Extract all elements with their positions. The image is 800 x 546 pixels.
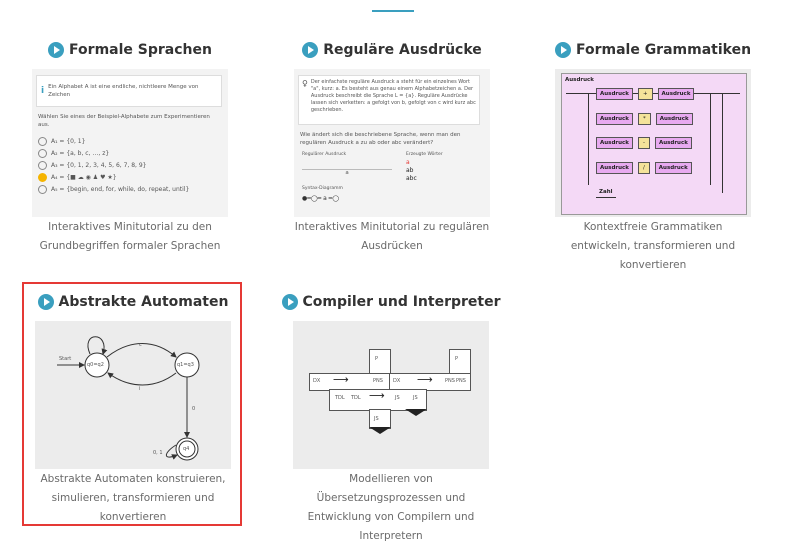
card-title-text: Formale Sprachen	[69, 42, 212, 58]
card-thumbnail[interactable]: Ausdruck Ausdruck + Ausdruck Ausdruck * …	[555, 69, 751, 217]
card-description: Kontextfreie Grammatiken entwickeln, tra…	[570, 221, 736, 271]
card-thumbnail[interactable]: Start q0=q2 q1=q3 q4 c i 0 0, 1	[35, 321, 231, 469]
card-formale-grammatiken[interactable]: Formale Grammatiken Ausdruck Ausdruck + …	[554, 40, 752, 275]
bulb-icon: ♀	[302, 79, 308, 88]
transition-label: c	[139, 342, 142, 348]
card-description: Abstrakte Automaten konstruieren, simuli…	[40, 473, 226, 523]
arrow-icon: ⟶	[417, 373, 433, 386]
play-icon	[554, 42, 571, 58]
option-row[interactable]: A₃ = {0, 1, 2, 3, 4, 5, 6, 7, 8, 9}	[38, 159, 189, 171]
card-abstrakte-automaten[interactable]: Abstrakte Automaten Start q0=q2 q1=q3 q4…	[35, 292, 231, 527]
transition-label: 0	[192, 406, 196, 412]
option-row[interactable]: A₁ = {0, 1}	[38, 135, 189, 147]
card-title-text: Abstrakte Automaten	[58, 294, 229, 310]
card-compiler-interpreter[interactable]: Compiler und Interpreter P P DX ⟶ PNS DX…	[281, 292, 501, 546]
card-title-text: Reguläre Ausdrücke	[323, 42, 482, 58]
info-text: Ein Alphabet A ist eine endliche, nichtl…	[48, 84, 199, 98]
radio-icon[interactable]	[38, 160, 47, 170]
tdiagram: P P DX ⟶ PNS DX ⟶ PNS PNS TDL TDL ⟶ JS J…	[293, 321, 489, 469]
syntax-diagram: ●━◯━ a ━◯	[302, 195, 339, 202]
play-icon	[302, 42, 319, 58]
card-description: Interaktives Minitutorial zu regulären A…	[294, 221, 490, 252]
automaton-diagram	[57, 336, 200, 461]
card-title[interactable]: Formale Grammatiken	[554, 40, 752, 60]
arrow-icon: ⟶	[333, 373, 349, 386]
option-row[interactable]: A₂ = {a, b, c, …, z}	[38, 147, 189, 159]
expression-input[interactable]: a	[302, 159, 392, 176]
card-thumbnail[interactable]: ♀ Der einfachste reguläre Ausdruck a ste…	[294, 69, 490, 217]
card-title-text: Formale Grammatiken	[575, 42, 752, 58]
start-label: Start	[59, 356, 72, 362]
grammar-diagram: Ausdruck Ausdruck + Ausdruck Ausdruck * …	[561, 73, 747, 215]
arrow-icon: ⟶	[369, 389, 385, 402]
selection-highlight	[22, 282, 242, 526]
card-thumbnail[interactable]: P P DX ⟶ PNS DX ⟶ PNS PNS TDL TDL ⟶ JS J…	[293, 321, 489, 469]
card-regulaere-ausdruecke[interactable]: Reguläre Ausdrücke ♀ Der einfachste regu…	[294, 40, 490, 256]
info-text: Der einfachste reguläre Ausdruck a steht…	[310, 79, 476, 113]
radio-icon[interactable]	[38, 184, 47, 194]
diagram-title: Ausdruck	[565, 77, 594, 83]
state-label: q1=q3	[177, 362, 194, 368]
diagram-label: Syntax-Diagramm	[302, 186, 343, 191]
transition-label: i	[139, 386, 141, 392]
option-row[interactable]: A₄ = {■ ☁ ◉ ♟ ♥ ★}	[38, 171, 189, 183]
play-icon	[48, 42, 65, 58]
card-title[interactable]: Abstrakte Automaten	[35, 292, 231, 312]
card-description: Modellieren von Übersetzungsprozessen un…	[307, 473, 475, 542]
radio-icon[interactable]	[38, 148, 47, 158]
play-icon	[37, 294, 54, 310]
card-formale-sprachen[interactable]: Formale Sprachen i Ein Alphabet A ist ei…	[32, 40, 228, 256]
transition-label: 0, 1	[153, 450, 163, 456]
option-row[interactable]: A₅ = {begin, end, for, while, do, repeat…	[38, 183, 189, 195]
state-label: q0=q2	[87, 362, 104, 368]
section-underline	[372, 10, 414, 12]
info-icon: i	[41, 86, 45, 96]
question-text: Wählen Sie eines der Beispiel-Alphabete …	[38, 114, 210, 128]
question-text: Wie ändert sich die beschriebene Sprache…	[300, 132, 461, 146]
state-label: q4	[183, 446, 190, 452]
play-icon	[281, 294, 298, 310]
card-title[interactable]: Formale Sprachen	[32, 40, 228, 60]
card-title[interactable]: Reguläre Ausdrücke	[294, 40, 490, 60]
column-label: Regulärer Ausdruck	[302, 152, 347, 157]
section-heading-fragment	[372, 0, 428, 3]
radio-icon[interactable]	[38, 172, 47, 182]
column-label: Erzeugte Wörter	[406, 152, 443, 157]
card-thumbnail[interactable]: i Ein Alphabet A ist eine endliche, nich…	[32, 69, 228, 217]
card-title-text: Compiler und Interpreter	[302, 294, 501, 310]
card-title[interactable]: Compiler und Interpreter	[281, 292, 501, 312]
card-description: Interaktives Minitutorial zu den Grundbe…	[39, 221, 221, 252]
radio-icon[interactable]	[38, 136, 47, 146]
